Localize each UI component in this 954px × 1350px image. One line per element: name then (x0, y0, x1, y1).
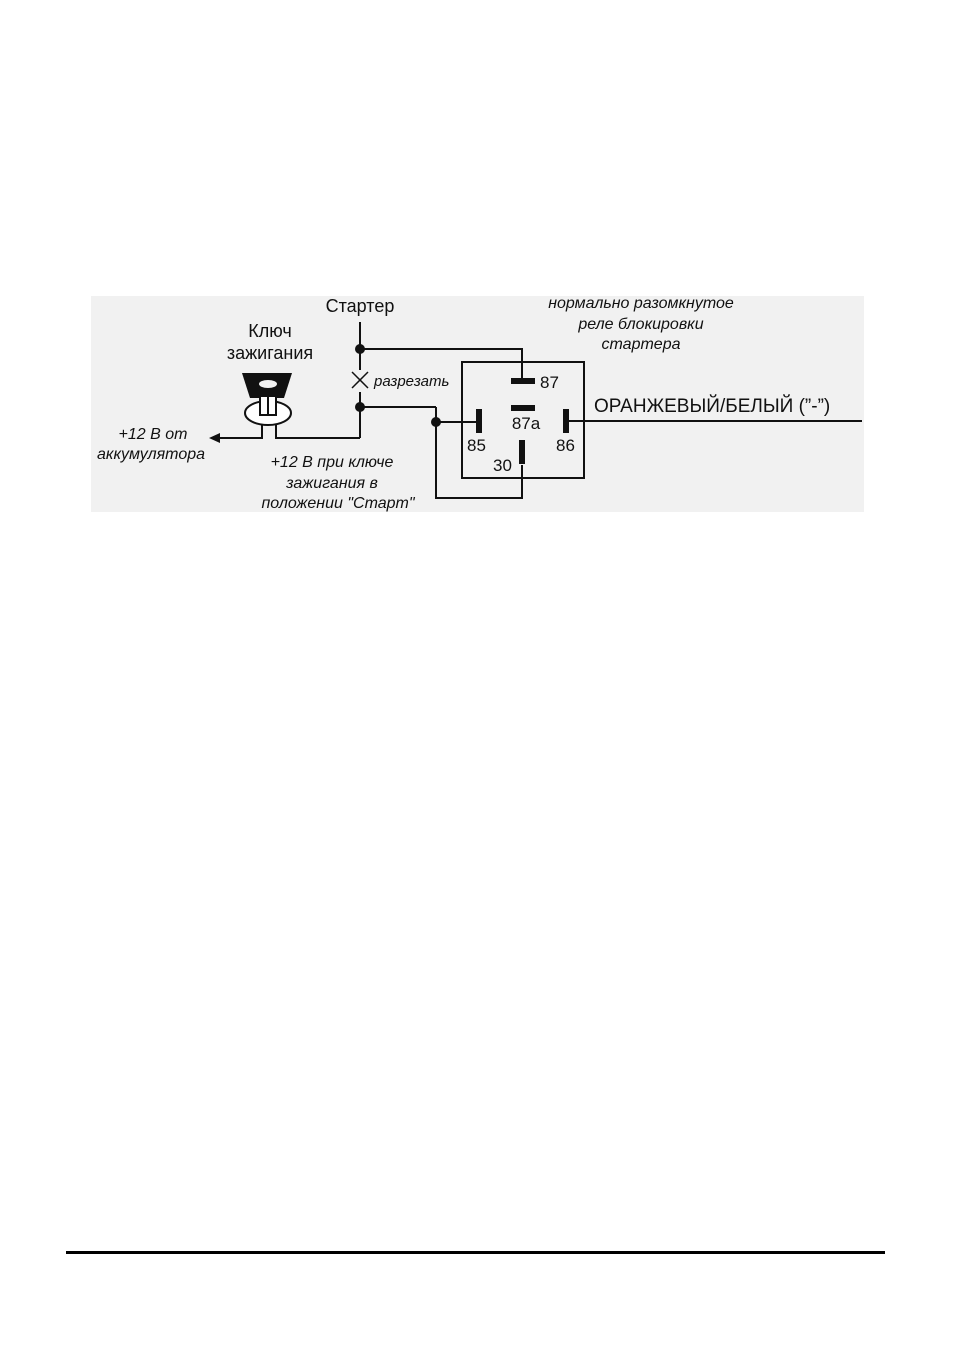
pin-86-contact (563, 409, 569, 433)
pin-87-contact (511, 378, 535, 384)
ignition-key-label-line1: Ключ (248, 321, 291, 341)
pin-87a-label: 87a (512, 414, 541, 433)
start-label-line2: зажигания в (285, 475, 378, 492)
start-label-line1: +12 В при ключе (271, 454, 394, 471)
pin-86-label: 86 (556, 436, 575, 455)
pin-87-label: 87 (540, 373, 559, 392)
relay-note-line3: стартера (602, 336, 681, 353)
pin-30-contact (519, 440, 525, 464)
relay-note-line1: нормально разомкнутое (548, 295, 734, 312)
pin-85-label: 85 (467, 436, 486, 455)
junction-dot (431, 417, 441, 427)
footer-rule (66, 1251, 885, 1254)
relay-note-line2: реле блокировки (577, 316, 703, 333)
junction-dot (355, 344, 365, 354)
pin-85-contact (476, 409, 482, 433)
battery-label-line2: аккумулятора (97, 446, 205, 463)
wire-label: ОРАНЖЕВЫЙ/БЕЛЫЙ (”-”) (594, 395, 830, 417)
pin-87a-contact (511, 405, 535, 411)
cut-label: разрезать (373, 373, 449, 390)
ignition-key-label-line2: зажигания (227, 343, 313, 363)
battery-label-line1: +12 В от (119, 426, 188, 443)
junction-dot (355, 402, 365, 412)
pin-30-label: 30 (493, 456, 512, 475)
starter-label: Стартер (326, 296, 395, 316)
start-label-line3: положении "Старт" (261, 495, 415, 512)
